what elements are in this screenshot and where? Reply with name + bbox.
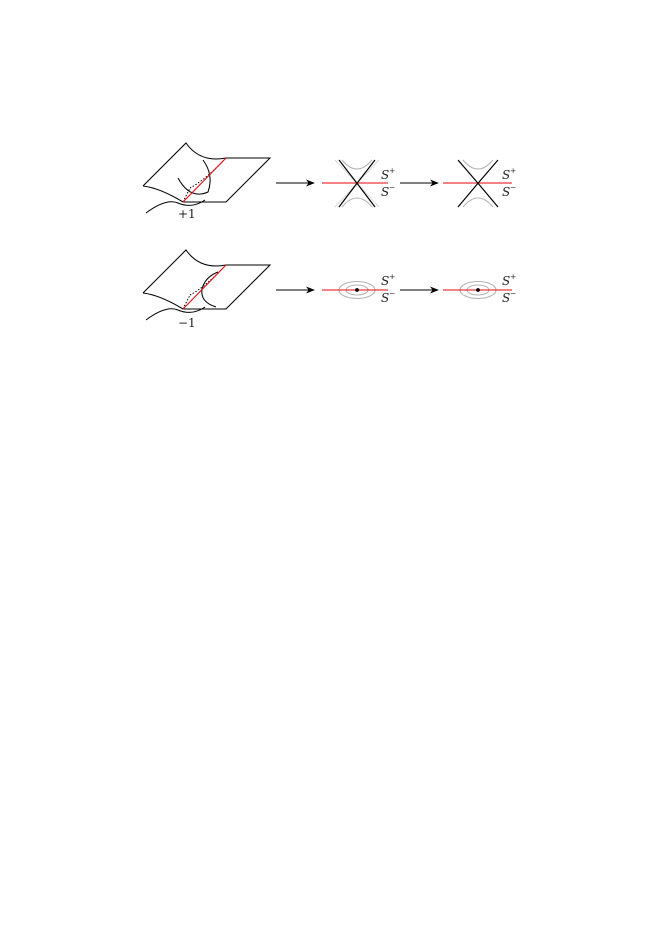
sheet-cusp-edge: [145, 306, 206, 321]
s-minus-label: S −: [381, 289, 395, 305]
sheet-outline: [142, 142, 272, 203]
singular-line-red: [182, 264, 227, 310]
s-minus-label: S −: [502, 183, 516, 199]
s-minus-label: S −: [502, 289, 516, 305]
svg-text:S: S: [381, 274, 389, 288]
sheet-dotted-crease: [189, 267, 224, 296]
critical-point-dot: [355, 288, 359, 292]
svg-text:−: −: [389, 289, 395, 298]
sheet-hidden-fold: [182, 187, 191, 203]
s-plus-label: S +: [502, 166, 516, 182]
svg-text:−: −: [510, 183, 516, 192]
sheet-cusp-edge: [145, 199, 206, 214]
svg-text:+: +: [510, 272, 516, 281]
sheet-outline: [142, 249, 272, 310]
sheet-fold-lower: [142, 292, 184, 310]
surface-positive: [142, 142, 272, 214]
svg-text:−: −: [389, 183, 395, 192]
sheet-hidden-fold: [182, 294, 191, 310]
s-plus-label: S +: [381, 272, 395, 288]
sheet-arc-curve: [177, 159, 211, 195]
svg-text:S: S: [502, 185, 510, 199]
svg-text:S: S: [502, 291, 510, 305]
svg-text:S: S: [502, 168, 510, 182]
row-positive: +1 S + S − S + S −: [142, 142, 516, 221]
x-crossing-curve: [338, 159, 376, 208]
s-minus-label: S −: [381, 183, 395, 199]
elliptic-point-panel-2: [443, 280, 512, 300]
level-curve-gray: [462, 159, 494, 208]
svg-text:S: S: [381, 291, 389, 305]
elliptic-point-panel-1: [322, 280, 388, 300]
svg-text:+: +: [510, 166, 516, 175]
singular-line-red: [182, 157, 227, 203]
x-crossing-curve: [457, 159, 499, 208]
x-crossing-panel-2: [443, 159, 512, 208]
surface-negative: [142, 249, 272, 321]
x-crossing-panel-1: [322, 159, 388, 208]
sheet-fold-lower: [142, 185, 184, 203]
sign-label-positive: +1: [178, 207, 196, 221]
svg-text:+: +: [389, 272, 395, 281]
s-plus-label: S +: [502, 272, 516, 288]
svg-text:S: S: [502, 274, 510, 288]
sign-label-negative: −1: [178, 316, 196, 330]
sheet-arc-curve: [201, 271, 219, 308]
level-curve-gray: [341, 159, 373, 208]
svg-text:S: S: [381, 185, 389, 199]
s-plus-label: S +: [381, 166, 395, 182]
svg-text:S: S: [381, 168, 389, 182]
svg-text:−: −: [510, 289, 516, 298]
critical-point-dot: [476, 288, 480, 292]
row-negative: −1 S + S − S + S −: [142, 249, 516, 330]
svg-text:+: +: [389, 166, 395, 175]
